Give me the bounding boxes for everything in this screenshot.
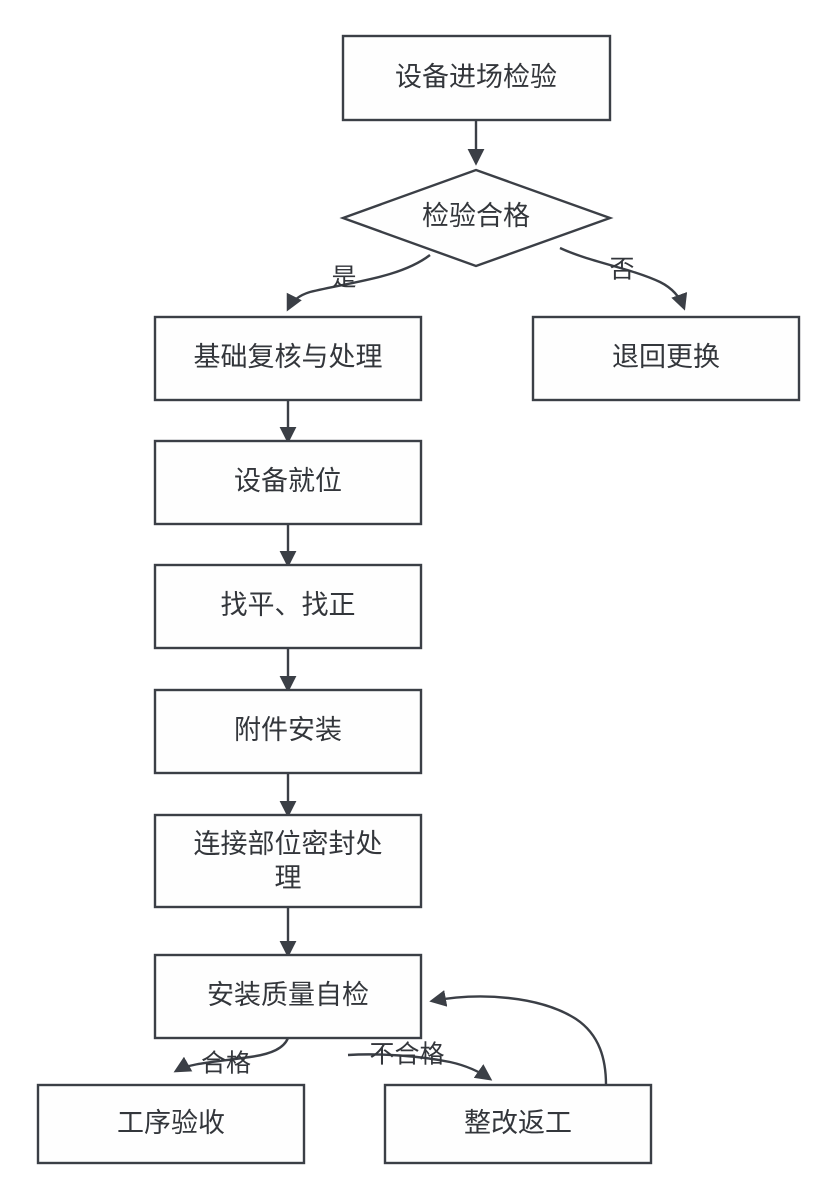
node-label-n8-line2: 理 xyxy=(275,863,302,893)
node-inspection-passed-decision[interactable]: 检验合格 xyxy=(339,168,614,268)
node-label-n6: 找平、找正 xyxy=(221,590,356,620)
node-accessory-installation[interactable]: 附件安装 xyxy=(153,688,423,775)
node-label-n5: 设备就位 xyxy=(234,466,342,496)
node-joint-sealing-treatment[interactable]: 连接部位密封处 理 xyxy=(153,813,423,909)
edge-layer xyxy=(173,120,688,1086)
node-label-n3: 基础复核与处理 xyxy=(194,342,383,372)
node-label-n2: 检验合格 xyxy=(422,201,530,231)
node-equipment-entry-inspection[interactable]: 设备进场检验 xyxy=(341,34,612,122)
node-label-n8-line1: 连接部位密封处 xyxy=(194,829,383,859)
node-installation-quality-self-check[interactable]: 安装质量自检 xyxy=(153,953,423,1040)
edge-n9-n10-pass xyxy=(173,1037,290,1073)
node-label-n7: 附件安装 xyxy=(234,715,342,745)
edge-label-layer: 是 否 合格 不合格 xyxy=(201,256,635,1078)
edge-n2-n4-no xyxy=(559,246,688,311)
edge-n2-n3-yes xyxy=(286,254,431,312)
node-label-n10: 工序验收 xyxy=(117,1108,225,1138)
edge-n9-n11-fail xyxy=(347,1053,493,1081)
edge-label-pass: 合格 xyxy=(201,1050,251,1078)
edge-label-fail: 不合格 xyxy=(369,1041,444,1069)
edge-n11-n9-rework-loop xyxy=(429,990,608,1086)
edge-label-yes: 是 xyxy=(331,264,356,292)
node-label-n11: 整改返工 xyxy=(464,1108,572,1138)
node-leveling-aligning[interactable]: 找平、找正 xyxy=(153,563,423,650)
node-rectification-rework[interactable]: 整改返工 xyxy=(383,1083,653,1165)
node-label-n1: 设备进场检验 xyxy=(395,62,557,92)
node-label-n9: 安装质量自检 xyxy=(207,980,369,1010)
node-foundation-review-treatment[interactable]: 基础复核与处理 xyxy=(153,315,423,402)
edge-label-no: 否 xyxy=(609,256,634,284)
node-label-n4: 退回更换 xyxy=(612,342,720,372)
node-return-replace[interactable]: 退回更换 xyxy=(531,315,801,402)
node-process-acceptance[interactable]: 工序验收 xyxy=(36,1083,306,1165)
node-equipment-positioning[interactable]: 设备就位 xyxy=(153,439,423,526)
